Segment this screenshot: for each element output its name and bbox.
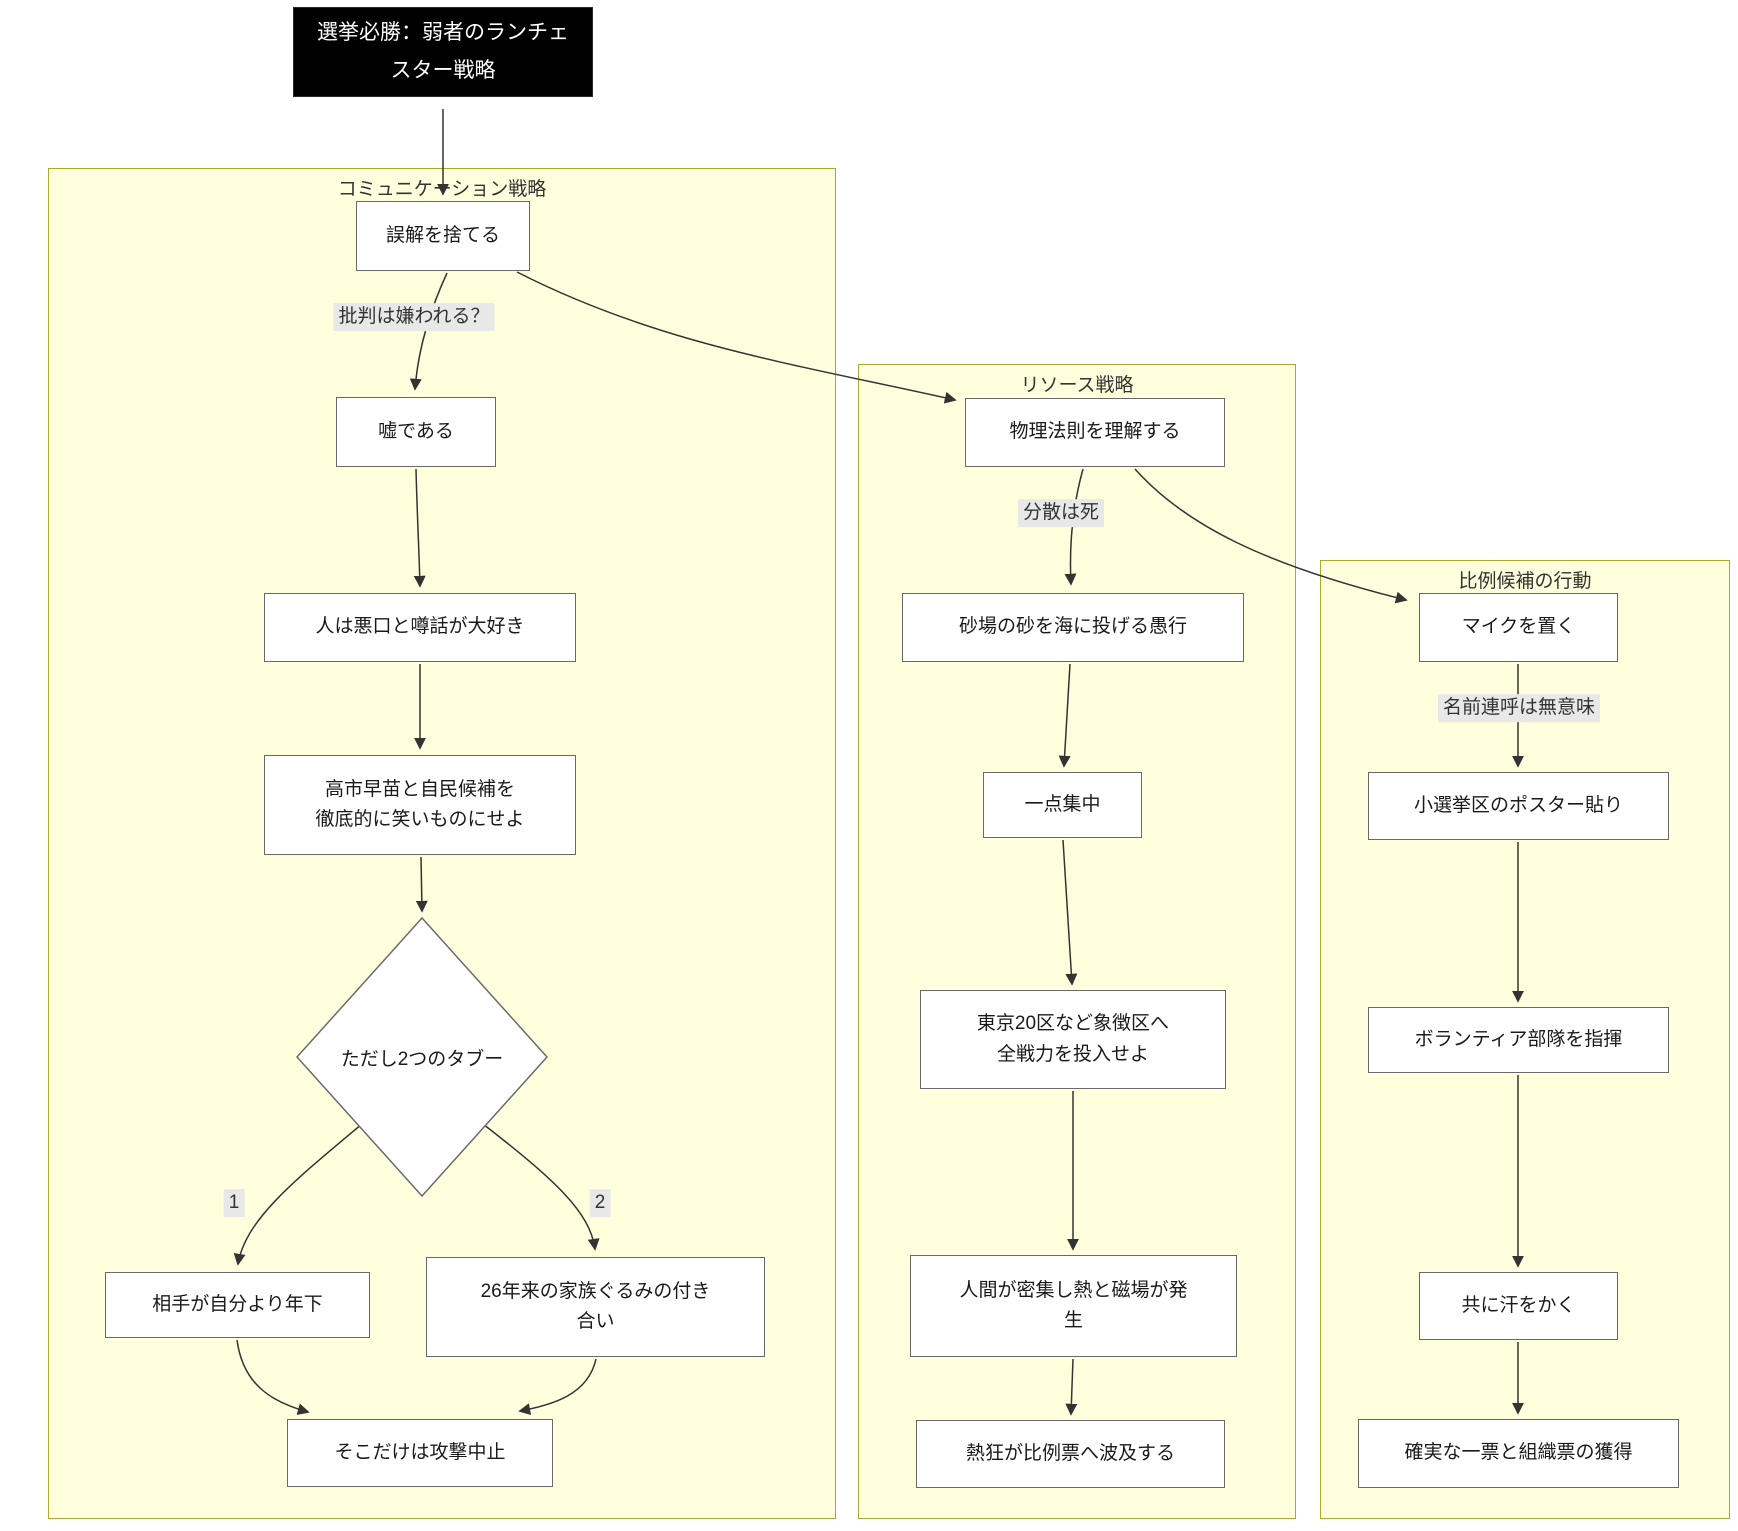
- edge-taboos-to-younger: [233, 1123, 363, 1266]
- node-family-friends-26-years: 26年来の家族ぐるみの付き 合い: [426, 1257, 765, 1357]
- edge-discard-to-physics: [516, 271, 957, 404]
- node-poster-pasting: 小選挙区のポスター貼り: [1368, 772, 1669, 840]
- node-heat-and-magnetism: 人間が密集し熱と磁場が発 生: [910, 1255, 1237, 1357]
- node-enthusiasm-spreads: 熱狂が比例票へ波及する: [916, 1420, 1225, 1488]
- edge-discard-to-lie: [409, 272, 448, 391]
- subgraph-resource-strategy-label: リソース戦略: [1020, 375, 1134, 396]
- edge-heat-to-enthusiasm: [1065, 1358, 1078, 1416]
- edge-focus-to-tokyo: [1062, 839, 1078, 986]
- node-mock-opponents: 高市早苗と自民候補を 徹底的に笑いものにせよ: [264, 755, 576, 855]
- edge-label-taboo-2: 2: [589, 1189, 611, 1217]
- node-understand-physics: 物理法則を理解する: [965, 398, 1225, 467]
- node-tokyo-district-20: 東京20区など象徴区へ 全戦力を投入せよ: [920, 990, 1226, 1089]
- edge-label-criticism-hated: 批判は嫌われる？: [333, 303, 495, 331]
- edge-taboos-to-family: [482, 1123, 600, 1251]
- edge-label-name-repetition-meaningless: 名前連呼は無意味: [1437, 694, 1601, 722]
- edge-label-dispersion-is-death: 分散は死: [1017, 499, 1105, 527]
- edge-mock-to-taboos: [415, 856, 428, 913]
- edge-lie-to-gossip: [413, 468, 426, 588]
- decision-diamond-shape: [295, 916, 549, 1198]
- node-sweat-together: 共に汗をかく: [1419, 1272, 1618, 1340]
- node-lead-volunteers: ボランティア部隊を指揮: [1368, 1007, 1669, 1073]
- node-people-love-gossip: 人は悪口と噂話が大好き: [264, 593, 576, 662]
- node-younger-than-you: 相手が自分より年下: [105, 1272, 370, 1338]
- node-title: 選挙必勝：弱者のランチェ スター戦略: [293, 7, 593, 97]
- node-it-is-a-lie: 嘘である: [336, 397, 496, 467]
- edge-family-to-stop: [518, 1358, 597, 1416]
- edge-sand-to-focus: [1058, 663, 1071, 768]
- edge-label-taboo-1: 1: [223, 1189, 245, 1217]
- node-single-point-focus: 一点集中: [983, 772, 1142, 838]
- subgraph-proportional-candidate-actions-label: 比例候補の行動: [1458, 571, 1592, 592]
- node-sand-into-sea: 砂場の砂を海に投げる愚行: [902, 593, 1244, 662]
- node-stop-attack-only-there: そこだけは攻撃中止: [287, 1419, 553, 1487]
- node-discard-misconceptions: 誤解を捨てる: [356, 201, 530, 271]
- node-secure-votes: 確実な一票と組織票の獲得: [1358, 1419, 1679, 1488]
- edge-younger-to-stop: [236, 1339, 310, 1416]
- node-two-taboos: ただし2つのタブー: [340, 1048, 504, 1070]
- node-put-down-the-mic: マイクを置く: [1419, 593, 1618, 662]
- edge-physics-to-mic: [1134, 468, 1408, 604]
